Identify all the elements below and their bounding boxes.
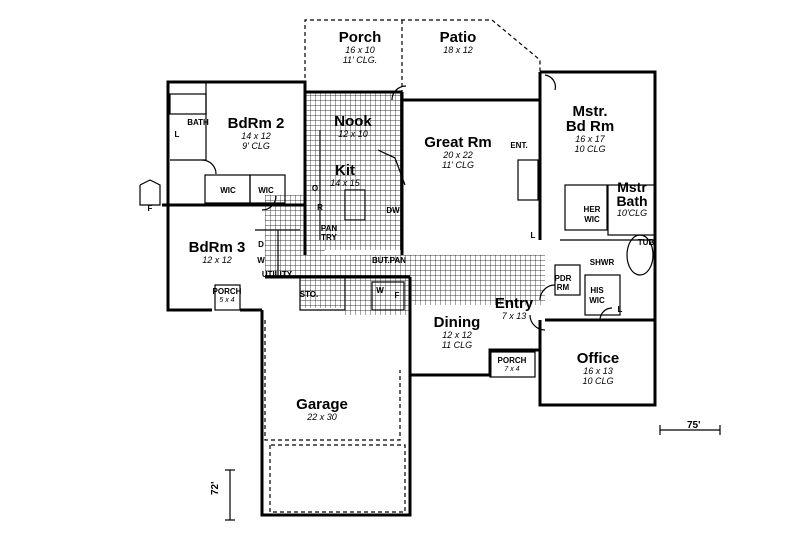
- room-name: Great Rm: [424, 134, 492, 151]
- room-dims: 12 x 10: [338, 129, 368, 139]
- room-ceiling: 11' CLG: [441, 160, 475, 170]
- room-porch-rear: Porch 16 x 10 11' CLG.: [339, 30, 382, 65]
- room-name: Office: [576, 350, 620, 367]
- room-name: Kit: [335, 162, 355, 179]
- room-dims: 16 x 17: [575, 134, 605, 144]
- room-name: PORCH: [497, 356, 527, 365]
- room-dims: 16 x 10: [345, 45, 375, 55]
- room-name: Mstr: [617, 179, 647, 195]
- room-ceiling: 9' CLG: [242, 141, 270, 151]
- room-name-line2: Bath: [616, 193, 648, 209]
- dryer-label: D: [258, 240, 264, 249]
- room-great-room: Great Rm 20 x 22 11' CLG: [424, 135, 492, 170]
- linen-label: L: [530, 231, 536, 240]
- her-closet-label: HER: [583, 205, 601, 214]
- room-dims: 16 x 13: [583, 366, 613, 376]
- room-kitchen: Kit 14 x 15: [330, 163, 360, 188]
- room-name-line2: Bd Rm: [565, 118, 615, 135]
- room-name: Porch: [338, 29, 382, 46]
- room-bedroom3: BdRm 3 12 x 12: [189, 240, 246, 265]
- room-dims: 12 x 12: [442, 330, 472, 340]
- room-name: Entry: [494, 295, 534, 312]
- room-porch-side: PORCH 5 x 4: [212, 287, 242, 305]
- room-dims: 14 x 15: [330, 178, 360, 188]
- room-name: PORCH: [212, 287, 242, 296]
- room-dims: 18 x 12: [443, 45, 473, 55]
- room-name: Dining: [433, 314, 481, 331]
- room-bedroom2: BdRm 2 14 x 12 9' CLG: [228, 116, 285, 151]
- room-ceiling: 10 CLG: [574, 144, 606, 154]
- butler-pantry-label: BUT.PAN: [371, 256, 407, 265]
- room-office: Office 16 x 13 10 CLG: [577, 351, 620, 386]
- tile-floor: [265, 92, 545, 315]
- fireplace-label: F: [147, 204, 153, 213]
- room-entry: Entry 7 x 13: [495, 296, 533, 321]
- overall-width-dimension: 75': [687, 420, 701, 431]
- room-name: Mstr.: [572, 103, 608, 120]
- room-garage: Garage 22 x 30: [296, 397, 348, 422]
- room-dims: 5 x 4: [219, 297, 235, 304]
- powder-room-label-line2: RM: [556, 283, 570, 292]
- walls: [162, 70, 657, 517]
- overall-depth-dimension: 72': [210, 481, 221, 495]
- closet-label: WIC: [258, 186, 274, 195]
- room-dims: 12 x 12: [202, 255, 232, 265]
- room-ceiling: 10 CLG: [582, 376, 614, 386]
- room-name: Garage: [296, 396, 348, 413]
- room-master-bedroom: Mstr. Bd Rm 16 x 17 10 CLG: [566, 104, 614, 154]
- closet-label: WIC: [220, 186, 236, 195]
- freezer-label: F: [394, 291, 400, 300]
- linen-label: L: [174, 130, 180, 139]
- room-ceiling: 11 CLG: [441, 340, 473, 350]
- shower-label: SHWR: [589, 258, 615, 267]
- room-dims: 22 x 30: [307, 412, 337, 422]
- utility-label: UTILITY: [261, 270, 293, 279]
- dishwasher-label: DW: [386, 206, 400, 215]
- room-name: BdRm 2: [227, 115, 285, 132]
- room-dims: 20 x 22: [443, 150, 473, 160]
- linen-label: L: [617, 305, 623, 314]
- room-nook: Nook 12 x 10: [334, 114, 372, 139]
- her-closet-label-line2: WIC: [584, 215, 600, 224]
- room-master-bath: Mstr Bath 10'CLG: [616, 180, 647, 218]
- room-porch-front: PORCH 7 x 4: [497, 356, 527, 374]
- room-ceiling: 11' CLG.: [342, 55, 378, 65]
- room-name: Nook: [334, 113, 372, 130]
- refrigerator-label: R: [317, 203, 323, 212]
- pantry-label: PAN: [320, 224, 338, 233]
- interior-lines: [139, 19, 721, 521]
- bath-label: BATH: [187, 118, 209, 127]
- tub-label: TUB: [637, 238, 655, 247]
- his-closet-label-line2: WIC: [589, 296, 605, 305]
- room-patio: Patio 18 x 12: [440, 30, 477, 55]
- storage-label: STO.: [299, 290, 319, 299]
- room-name: Patio: [439, 29, 477, 46]
- room-dims: 14 x 12: [241, 131, 271, 141]
- room-dims: 7 x 4: [504, 366, 520, 373]
- washer-label: W: [376, 286, 384, 295]
- room-ceiling: 10'CLG: [616, 208, 648, 218]
- pantry-label-line2: TRY: [321, 233, 337, 242]
- room-dims: 7 x 13: [501, 311, 527, 321]
- powder-room-label: PDR: [554, 274, 572, 283]
- room-dining: Dining 12 x 12 11 CLG: [434, 315, 481, 350]
- oven-label: O: [311, 184, 319, 193]
- his-closet-label: HIS: [590, 286, 604, 295]
- entertainment-label: ENT.: [510, 141, 528, 150]
- washer-label: W: [257, 256, 265, 265]
- room-name: BdRm 3: [188, 239, 246, 256]
